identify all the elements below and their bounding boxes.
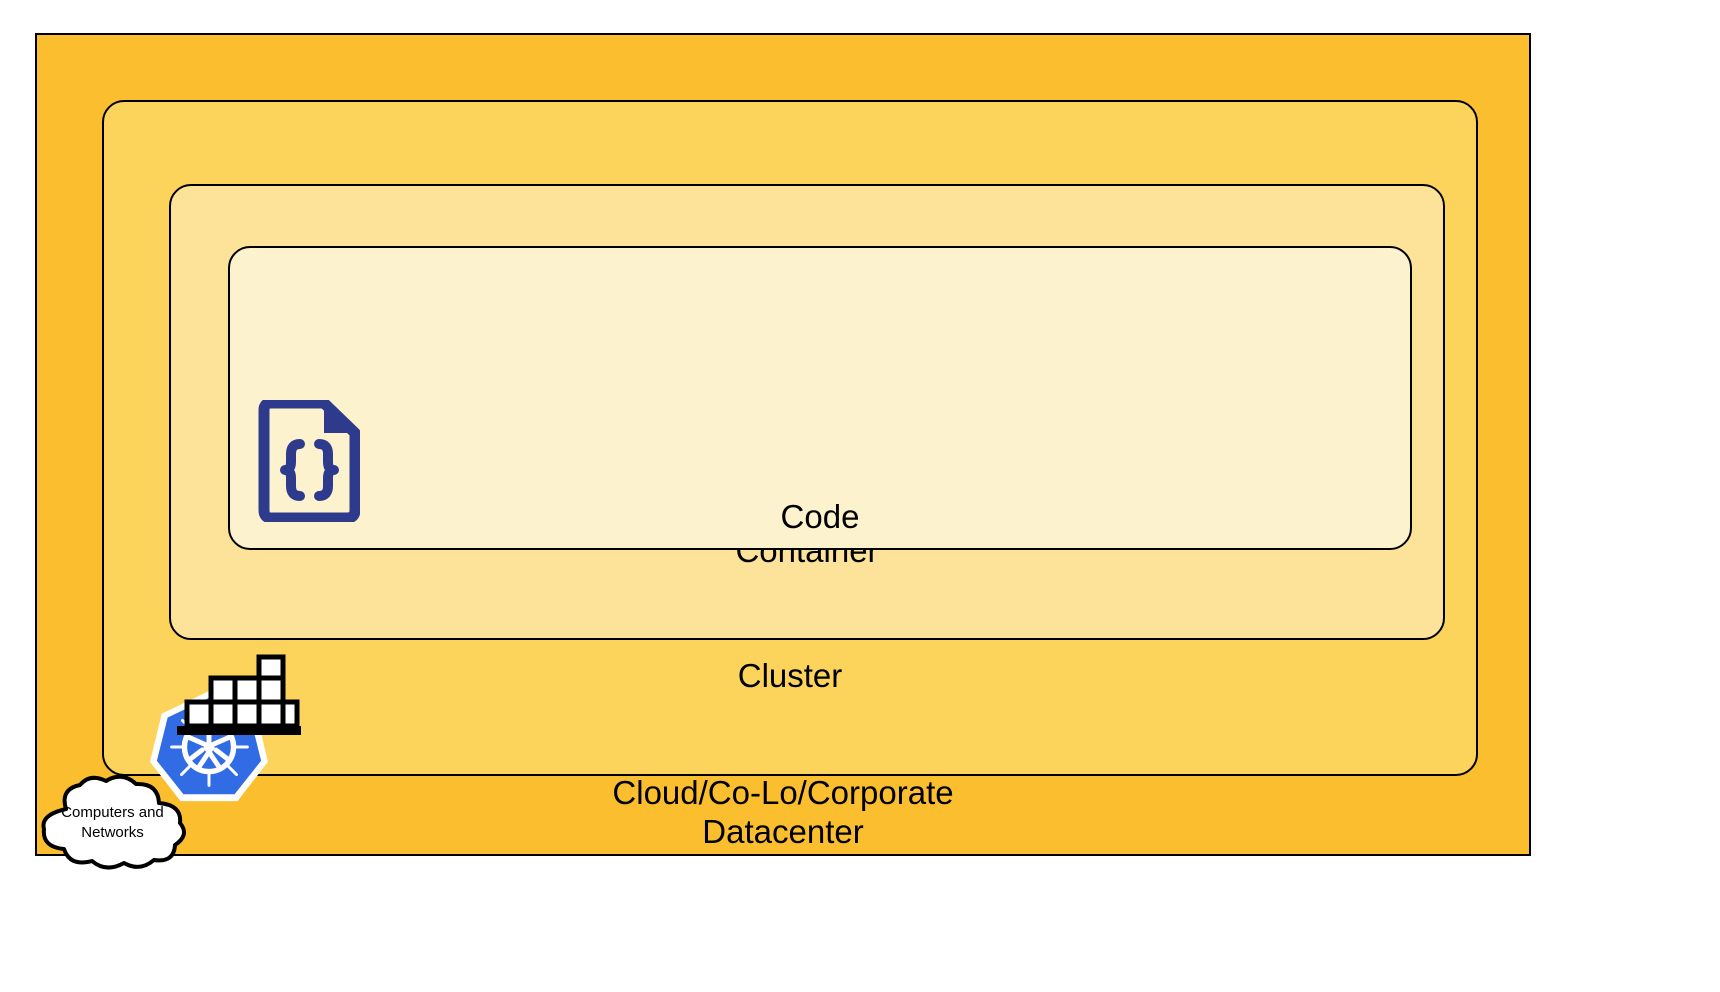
cloud-computers-networks[interactable]: Computers and Networks (30, 775, 195, 870)
layer-datacenter[interactable]: Cloud/Co-Lo/Corporate Datacenter Cluster (35, 33, 1531, 856)
layer-datacenter-label: Cloud/Co-Lo/Corporate Datacenter (612, 774, 954, 850)
container-stack-icon (175, 654, 305, 736)
layer-code-label: Code (780, 497, 860, 535)
cloud-shape-icon (41, 775, 186, 870)
cloud-label: Computers and Networks (61, 804, 164, 841)
layer-cluster-label: Cluster (737, 656, 843, 694)
code-file-icon (252, 397, 361, 524)
layer-code[interactable]: Code (228, 246, 1412, 550)
layer-container[interactable]: Container (169, 184, 1445, 735)
layer-cluster[interactable]: Cluster (102, 100, 1478, 802)
